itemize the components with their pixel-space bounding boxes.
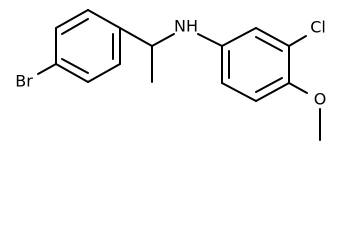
bromine-label: Br bbox=[15, 72, 33, 91]
bond-ring-b-1 bbox=[221, 27, 257, 47]
bond-ring-a-5 bbox=[55, 63, 89, 83]
bond-c-cl bbox=[288, 35, 307, 47]
bond-ring-b-5 bbox=[221, 82, 257, 102]
molecule-structure: Br NH Cl O bbox=[15, 9, 327, 141]
bond-c-br bbox=[37, 63, 57, 75]
bond-carbon-nitrogen bbox=[151, 33, 175, 47]
bond-ring-a-double-3 bbox=[61, 58, 89, 74]
oxygen-label: O bbox=[314, 90, 327, 109]
bond-ring-b-double-1 bbox=[255, 36, 283, 52]
bond-ring-a-1 bbox=[55, 9, 89, 29]
bond-c-o bbox=[288, 82, 308, 94]
chloromethoxyphenyl-ring bbox=[221, 27, 290, 102]
chlorine-label: Cl bbox=[310, 18, 326, 37]
bond-ring-a-2 bbox=[87, 9, 121, 29]
bond-ring-a-double-1 bbox=[61, 18, 89, 35]
amine-label: NH bbox=[174, 17, 198, 36]
bond-ring-b-double-2 bbox=[255, 77, 283, 93]
bond-ring-b-2 bbox=[255, 27, 290, 47]
bond-nitrogen-ring bbox=[197, 33, 223, 47]
bromophenyl-ring bbox=[55, 9, 121, 83]
bond-ring-a-4 bbox=[87, 63, 121, 83]
bond-ring-chiral-carbon bbox=[119, 27, 153, 47]
bond-ring-b-4 bbox=[255, 82, 290, 102]
